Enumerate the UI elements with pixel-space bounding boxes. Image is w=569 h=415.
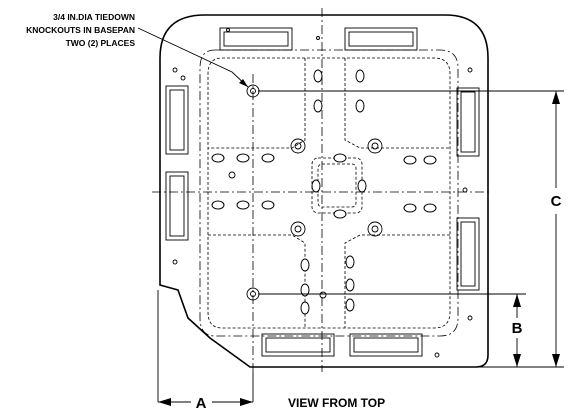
top-pocket-right bbox=[344, 27, 418, 51]
support-pad bbox=[211, 200, 225, 210]
bottom-pocket-left-inner bbox=[265, 337, 331, 353]
right-pocket-top bbox=[456, 87, 480, 157]
pads bbox=[211, 69, 437, 315]
support-pad bbox=[333, 153, 347, 163]
top-pocket-right-inner bbox=[348, 31, 414, 47]
support-pad bbox=[403, 203, 417, 213]
view-caption: VIEW FROM TOP bbox=[288, 396, 385, 410]
dimension-a: A bbox=[158, 395, 253, 412]
support-pad bbox=[403, 155, 417, 165]
support-pad bbox=[345, 278, 355, 292]
support-pad bbox=[345, 298, 355, 312]
support-pad bbox=[261, 200, 275, 210]
support-pad bbox=[423, 203, 437, 213]
right-pocket-bottom-inner bbox=[460, 221, 476, 287]
note-line-1: 3/4 IN.DIA TIEDOWN bbox=[53, 12, 135, 22]
bottom-pocket-right-inner bbox=[353, 337, 419, 353]
note-leader bbox=[137, 27, 249, 88]
bottom-pocket-right bbox=[349, 333, 423, 357]
dimension-c: C bbox=[551, 91, 562, 367]
support-pad bbox=[236, 200, 250, 210]
dimension-a-label: A bbox=[196, 395, 207, 410]
support-pad bbox=[357, 179, 367, 193]
dimension-b-label: B bbox=[512, 320, 523, 337]
support-pad bbox=[300, 258, 310, 272]
top-pocket-left-inner bbox=[223, 31, 289, 47]
left-pocket-top bbox=[165, 85, 189, 155]
support-pad bbox=[261, 153, 275, 163]
note-leader-arrow bbox=[239, 79, 248, 87]
support-pad bbox=[313, 69, 323, 83]
right-pocket-bottom bbox=[456, 217, 480, 291]
support-pad bbox=[300, 301, 310, 315]
dimension-c-label: C bbox=[551, 193, 562, 210]
bolt-bosses bbox=[290, 138, 383, 237]
support-pad bbox=[355, 69, 365, 83]
support-pad bbox=[300, 283, 310, 297]
support-pad bbox=[313, 99, 323, 113]
dimension-b: B bbox=[512, 294, 523, 367]
support-pad bbox=[423, 155, 437, 165]
bottom-pocket-left bbox=[261, 333, 335, 357]
support-pad bbox=[355, 99, 365, 113]
center-box-inner bbox=[317, 163, 357, 208]
support-pad bbox=[333, 209, 347, 219]
support-pad bbox=[211, 153, 225, 163]
note-line-2: KNOCKOUTS IN BASEPAN bbox=[26, 25, 135, 35]
mounting-holes bbox=[172, 28, 473, 358]
inner-perimeter-2 bbox=[207, 57, 451, 329]
left-pocket-top-inner bbox=[169, 89, 185, 151]
inner-perimeter bbox=[199, 49, 459, 337]
right-pocket-top-inner bbox=[460, 91, 476, 153]
note-line-3: TWO (2) PLACES bbox=[66, 38, 136, 48]
support-pad bbox=[345, 255, 355, 269]
cross-channel bbox=[208, 58, 450, 328]
basepan-outline bbox=[159, 14, 489, 368]
support-pad bbox=[311, 179, 321, 193]
left-pocket-bottom-inner bbox=[169, 175, 185, 237]
support-pad bbox=[236, 153, 250, 163]
left-pocket-bottom bbox=[165, 171, 189, 241]
top-pocket-left bbox=[219, 27, 293, 51]
